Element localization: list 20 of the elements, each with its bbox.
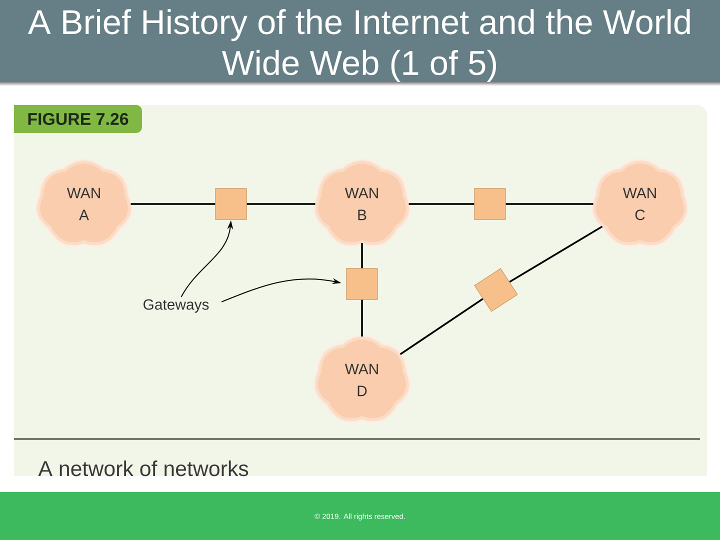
connector-line [130, 203, 216, 205]
connector-line [509, 226, 603, 283]
gateway-box [474, 268, 518, 312]
gateway-box [346, 268, 378, 300]
connector-line [361, 300, 363, 336]
connector-line [246, 203, 316, 205]
connector-line [400, 298, 484, 355]
connector-line [361, 243, 363, 268]
connector-line [408, 203, 474, 205]
caption: A network of networks [38, 460, 248, 476]
gateway-box [215, 188, 247, 220]
connector-line [506, 203, 594, 205]
figure-tab: FIGURE 7.26 [14, 104, 142, 133]
callout-label: Gateways [144, 299, 209, 313]
title-bar: A Brief History of the Internet and the World Wide Web (1 of 5) [0, 0, 720, 86]
network-cloud: WAN C [591, 158, 689, 247]
gateway-box [474, 188, 506, 220]
network-cloud: WAN A [35, 158, 133, 247]
network-cloud: WAN B [313, 158, 411, 247]
network-cloud: WAN D [313, 334, 411, 423]
